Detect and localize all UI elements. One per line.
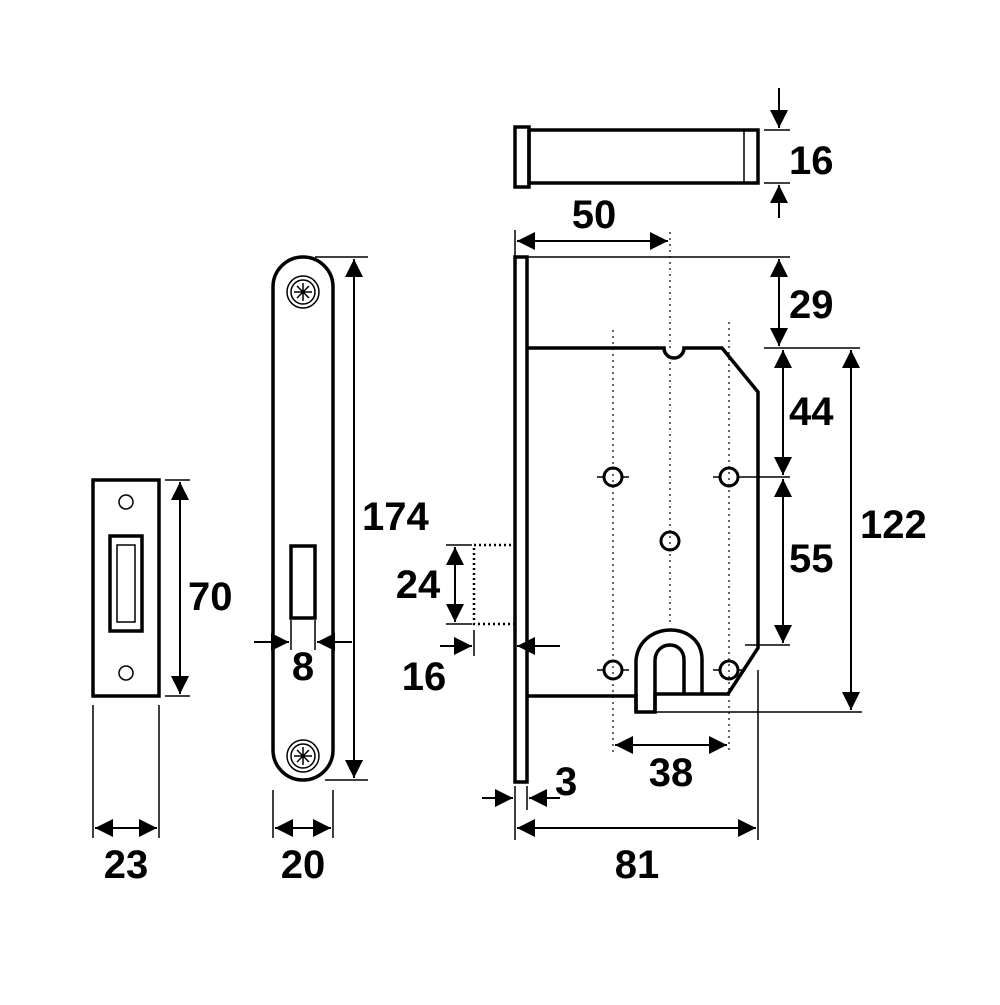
faceplate-width-dimension: 20 [272, 790, 334, 887]
faceplate [271, 255, 335, 782]
dim-label-forend-thickness: 3 [555, 760, 577, 804]
latch-height-dimension: 24 [396, 544, 472, 625]
strike-plate-outline [91, 478, 161, 698]
case-depth-dimension: 81 [517, 670, 759, 887]
dim-label-case-height: 122 [860, 503, 927, 547]
dim-label-latch-height: 24 [396, 563, 441, 607]
center-to-center-dimension: 55 [745, 479, 834, 646]
lock-case-outline [527, 346, 760, 714]
dim-label-hole-spacing: 38 [649, 751, 694, 795]
faceplate-screw-bottom [286, 739, 320, 773]
case-hole-top-right [713, 466, 745, 488]
strike-plate [91, 478, 161, 698]
case-height-dimension: 122 [655, 350, 927, 713]
dim-label-latch-throw: 16 [402, 655, 447, 699]
case-hole-top-left [597, 466, 629, 488]
cylinder-flange [513, 125, 531, 189]
faceplate-height-dimension: 174 [315, 256, 429, 781]
dim-label-slot-width: 8 [292, 645, 314, 689]
top-to-case-dimension: 29 [527, 256, 834, 346]
dim-label-top-to-case: 29 [789, 283, 834, 327]
dim-label-backset: 50 [572, 193, 617, 237]
strike-plate-height-dimension: 70 [165, 479, 233, 697]
cylinder-cutout [634, 628, 704, 712]
forend-thickness-dimension: 3 [482, 760, 577, 840]
faceplate-latch-slot [289, 544, 317, 620]
dim-label-strike-width: 23 [104, 843, 149, 887]
faceplate-screw-top [286, 275, 320, 309]
top-to-center-dimension: 44 [745, 347, 860, 478]
case-hole-bottom-left [597, 659, 629, 681]
cylinder-body [527, 128, 760, 185]
dim-label-top-to-center: 44 [789, 390, 834, 434]
latch-throw-dimension: 16 [402, 630, 560, 699]
dim-label-case-depth: 81 [615, 843, 660, 887]
lock-body [472, 232, 760, 784]
dim-label-cylinder-length: 16 [789, 139, 834, 183]
spindle-hole [659, 530, 681, 552]
cylinder-length-dimension: 16 [764, 88, 834, 218]
dim-label-faceplate-height: 174 [362, 495, 429, 539]
faceplate-slot-dimension: 8 [254, 620, 352, 689]
strike-latch-opening-inner [116, 544, 136, 623]
cylinder-side-view [513, 125, 760, 189]
cylinder-hole-spacing-dimension: 38 [615, 736, 727, 795]
backset-dimension: 50 [514, 193, 668, 257]
dim-label-faceplate-width: 20 [281, 843, 326, 887]
strike-latch-opening [108, 534, 144, 633]
lock-forend [513, 255, 529, 784]
strike-screw-hole-bottom [118, 665, 134, 681]
dim-label-strike-height: 70 [188, 575, 233, 619]
dim-label-center-to-center: 55 [789, 537, 834, 581]
strike-plate-width-dimension: 23 [92, 705, 160, 887]
strike-screw-hole-top [118, 494, 134, 510]
latch-bolt [472, 543, 517, 626]
faceplate-outline [271, 255, 335, 782]
